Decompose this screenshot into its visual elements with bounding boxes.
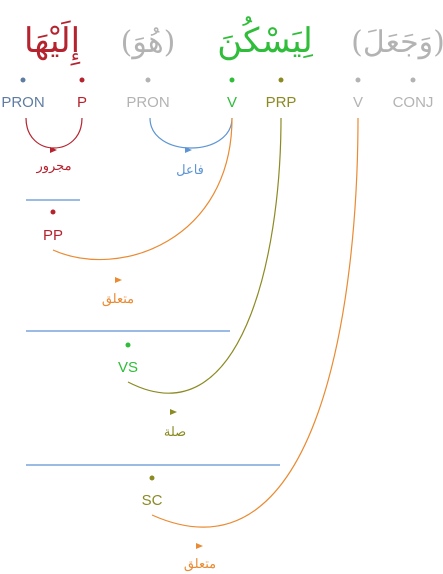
arc-majrur xyxy=(25,117,83,149)
arc-mutaallaq-1 xyxy=(52,117,233,261)
word-ilayha: إِلَيْهَا xyxy=(24,20,81,67)
label-majrur: مجرور xyxy=(35,159,71,174)
arc-fail-arrow xyxy=(185,147,192,153)
word-wajaala: (وَجَعَلَ) xyxy=(351,25,443,60)
dot-p xyxy=(79,77,85,83)
dot-conj xyxy=(410,77,416,83)
dot-v2 xyxy=(229,77,235,83)
dot-sc xyxy=(149,475,155,481)
arc-fail xyxy=(149,117,233,149)
word-liyaskuna: لِيَسْكُنَ xyxy=(217,16,313,61)
label-fail: فاعل xyxy=(176,163,204,178)
label-sila: صلة xyxy=(164,425,186,440)
dot-v1 xyxy=(355,77,361,83)
dot-pron2 xyxy=(20,77,26,83)
phrase-vs: VS xyxy=(118,359,138,376)
dot-pron1 xyxy=(145,77,151,83)
tag-p: P xyxy=(77,94,87,111)
tag-v2: V xyxy=(227,94,237,111)
tag-conj: CONJ xyxy=(393,94,434,111)
tag-prp: PRP xyxy=(266,94,297,111)
arc-mutaallaq-2 xyxy=(151,117,359,528)
dot-pp xyxy=(50,209,56,215)
arc-sila xyxy=(127,117,282,394)
arc-mutaallaq-2-arrow xyxy=(196,543,203,549)
arc-mutaallaq-1-arrow xyxy=(115,277,122,283)
phrase-sc: SC xyxy=(142,492,163,509)
label-mutaallaq-2: متعلق xyxy=(184,557,216,572)
tag-pron2: PRON xyxy=(1,94,44,111)
arc-sila-arrow xyxy=(170,409,177,415)
dot-prp xyxy=(278,77,284,83)
word-huwa: (هُوَ) xyxy=(121,25,176,60)
dot-vs xyxy=(125,342,131,348)
arc-majrur-arrow xyxy=(50,147,57,153)
phrase-pp: PP xyxy=(43,227,63,244)
label-mutaallaq-1: متعلق xyxy=(102,292,134,307)
tag-v1: V xyxy=(353,94,363,111)
tag-pron1: PRON xyxy=(126,94,169,111)
